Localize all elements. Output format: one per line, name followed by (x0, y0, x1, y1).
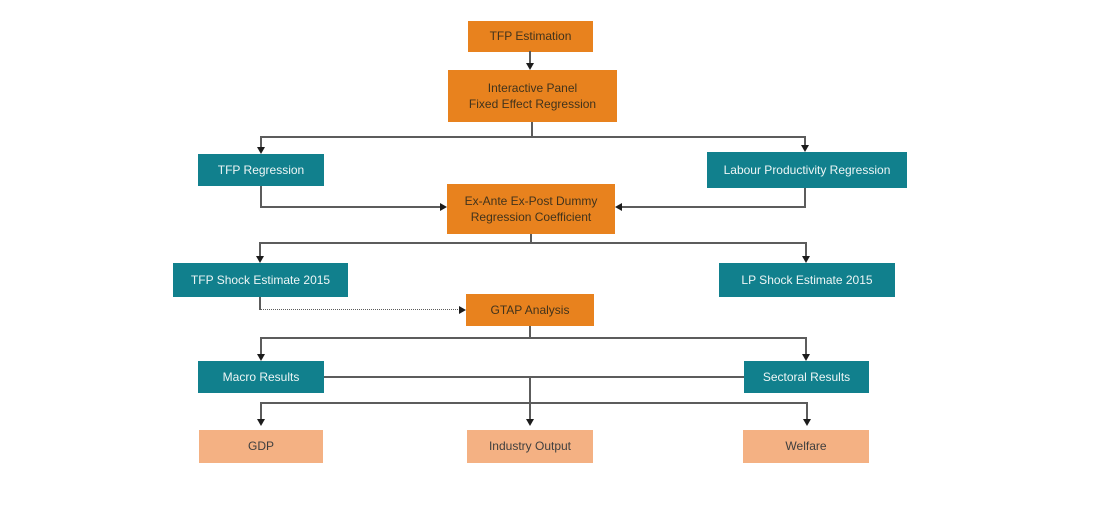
connector-line (260, 136, 262, 147)
arrow-down-icon (256, 256, 264, 263)
connector-line (529, 376, 531, 419)
connector-line (260, 337, 806, 339)
arrow-down-icon (257, 419, 265, 426)
arrow-down-icon (802, 354, 810, 361)
node-labour-productivity-regression: Labour Productivity Regression (707, 152, 907, 188)
node-welfare: Welfare (743, 430, 869, 463)
connector-line (260, 402, 807, 404)
node-interactive-panel-fixed-effect-regression: Interactive Panel Fixed Effect Regressio… (448, 70, 617, 122)
connector-line (530, 234, 532, 244)
connector-line (259, 297, 261, 310)
arrow-down-icon (801, 145, 809, 152)
connector-line-dotted (260, 309, 460, 310)
connector-line (531, 122, 533, 137)
node-lp-shock-estimate-2015: LP Shock Estimate 2015 (719, 263, 895, 297)
connector-line (260, 402, 262, 419)
arrow-down-icon (257, 147, 265, 154)
connector-line (261, 136, 806, 138)
node-sectoral-results: Sectoral Results (744, 361, 869, 393)
connector-line (806, 402, 808, 419)
connector-line (805, 337, 807, 355)
node-industry-output: Industry Output (467, 430, 593, 463)
node-tfp-estimation: TFP Estimation (468, 21, 593, 52)
connector-line (260, 186, 262, 208)
arrow-down-icon (526, 63, 534, 70)
arrow-down-icon (803, 419, 811, 426)
connector-line (324, 376, 744, 378)
connector-line (529, 51, 531, 64)
connector-line (804, 136, 806, 146)
node-ex-ante-ex-post-dummy-regression-coefficient: Ex-Ante Ex-Post Dummy Regression Coeffic… (447, 184, 615, 234)
connector-line (622, 206, 806, 208)
connector-line (804, 188, 806, 208)
connector-line (529, 326, 531, 339)
node-gdp: GDP (199, 430, 323, 463)
node-gtap-analysis: GTAP Analysis (466, 294, 594, 326)
connector-line (805, 242, 807, 256)
node-tfp-shock-estimate-2015: TFP Shock Estimate 2015 (173, 263, 348, 297)
arrow-down-icon (526, 419, 534, 426)
arrow-down-icon (257, 354, 265, 361)
arrow-right-icon (459, 306, 466, 314)
arrow-right-icon (440, 203, 447, 211)
arrow-left-icon (615, 203, 622, 211)
node-tfp-regression: TFP Regression (198, 154, 324, 186)
connector-line (260, 206, 440, 208)
connector-line (259, 242, 261, 256)
connector-line (260, 242, 806, 244)
arrow-down-icon (802, 256, 810, 263)
node-macro-results: Macro Results (198, 361, 324, 393)
connector-line (260, 337, 262, 355)
